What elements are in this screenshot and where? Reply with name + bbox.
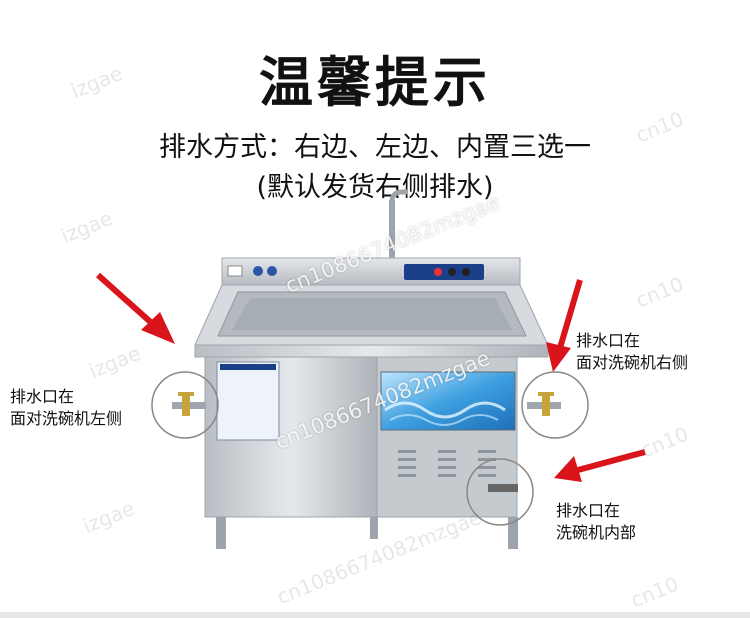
- bottom-divider: [0, 612, 750, 618]
- knob-icon: [462, 268, 470, 276]
- arrow-inner-icon: [554, 449, 646, 482]
- cabinet: [204, 356, 518, 518]
- wash-window: [380, 371, 516, 431]
- left-drain-highlight: [151, 371, 219, 439]
- knob-icon: [448, 268, 456, 276]
- instruction-sticker: [216, 361, 280, 441]
- right-drain-highlight: [521, 371, 589, 439]
- page-title: 温馨提示: [259, 51, 491, 114]
- red-knob-icon: [434, 268, 442, 276]
- arrow-left-icon: [95, 272, 175, 344]
- inner-drain-highlight: [466, 458, 534, 526]
- inner-drain-pipe: [488, 484, 518, 492]
- sink-top: [194, 284, 549, 358]
- default-drain-note: (默认发货右侧排水): [256, 172, 494, 203]
- control-panel: [404, 264, 484, 280]
- left-drain-valve-icon: [172, 392, 206, 416]
- right-drain-label: 排水口在 面对洗碗机右侧: [576, 331, 689, 372]
- faucet: [389, 189, 408, 262]
- inner-drain-label: 排水口在 洗碗机内部: [556, 501, 637, 542]
- left-drain-label: 排水口在 面对洗碗机左侧: [10, 387, 123, 428]
- legs: [216, 517, 518, 549]
- drain-options-text: 排水方式：右边、左边、内置三选一: [159, 132, 591, 163]
- vent-slots: [398, 450, 496, 477]
- arrow-right-icon: [546, 279, 583, 372]
- right-drain-valve-icon: [527, 392, 561, 416]
